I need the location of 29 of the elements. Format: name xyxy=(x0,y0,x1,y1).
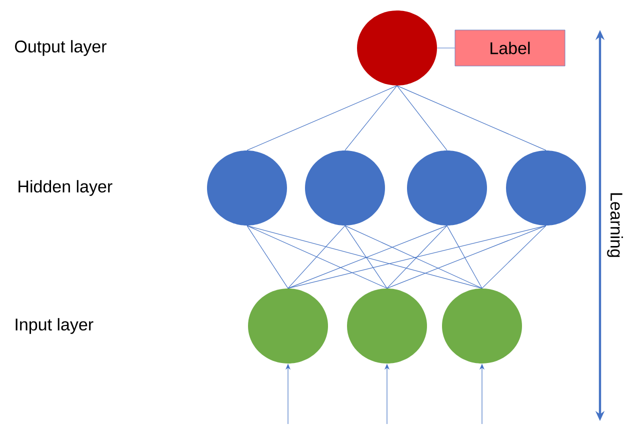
connection-line xyxy=(246,85,398,151)
neuron-circle xyxy=(305,150,385,226)
axis-label: Learning xyxy=(607,193,623,257)
connection-line xyxy=(446,225,482,289)
neuron-circle xyxy=(207,150,287,226)
connection-line xyxy=(396,85,448,151)
label-box: Label xyxy=(454,30,566,66)
neuron-circle xyxy=(347,288,427,364)
connection-line xyxy=(246,225,388,289)
layer-label: Input layer xyxy=(16,318,94,334)
connection-line xyxy=(246,225,288,289)
layer-label: Output layer xyxy=(15,40,106,56)
connection-line xyxy=(396,85,546,151)
neuron-circle xyxy=(357,10,437,86)
neuron-circle xyxy=(442,288,522,364)
layer-label: Hidden layer xyxy=(18,180,112,196)
connection-line xyxy=(246,225,482,289)
neuron-circle xyxy=(506,150,586,226)
connection-line xyxy=(344,225,482,289)
connection-line xyxy=(344,85,398,151)
connection-line xyxy=(482,225,546,289)
connection-line xyxy=(386,225,448,289)
connection-line xyxy=(386,225,546,289)
connection-line xyxy=(288,225,546,289)
connection-line xyxy=(288,225,448,289)
neuron-circle xyxy=(248,288,328,364)
neuron-circle xyxy=(407,150,487,226)
connection-line xyxy=(344,225,388,289)
connection-line xyxy=(288,225,346,289)
